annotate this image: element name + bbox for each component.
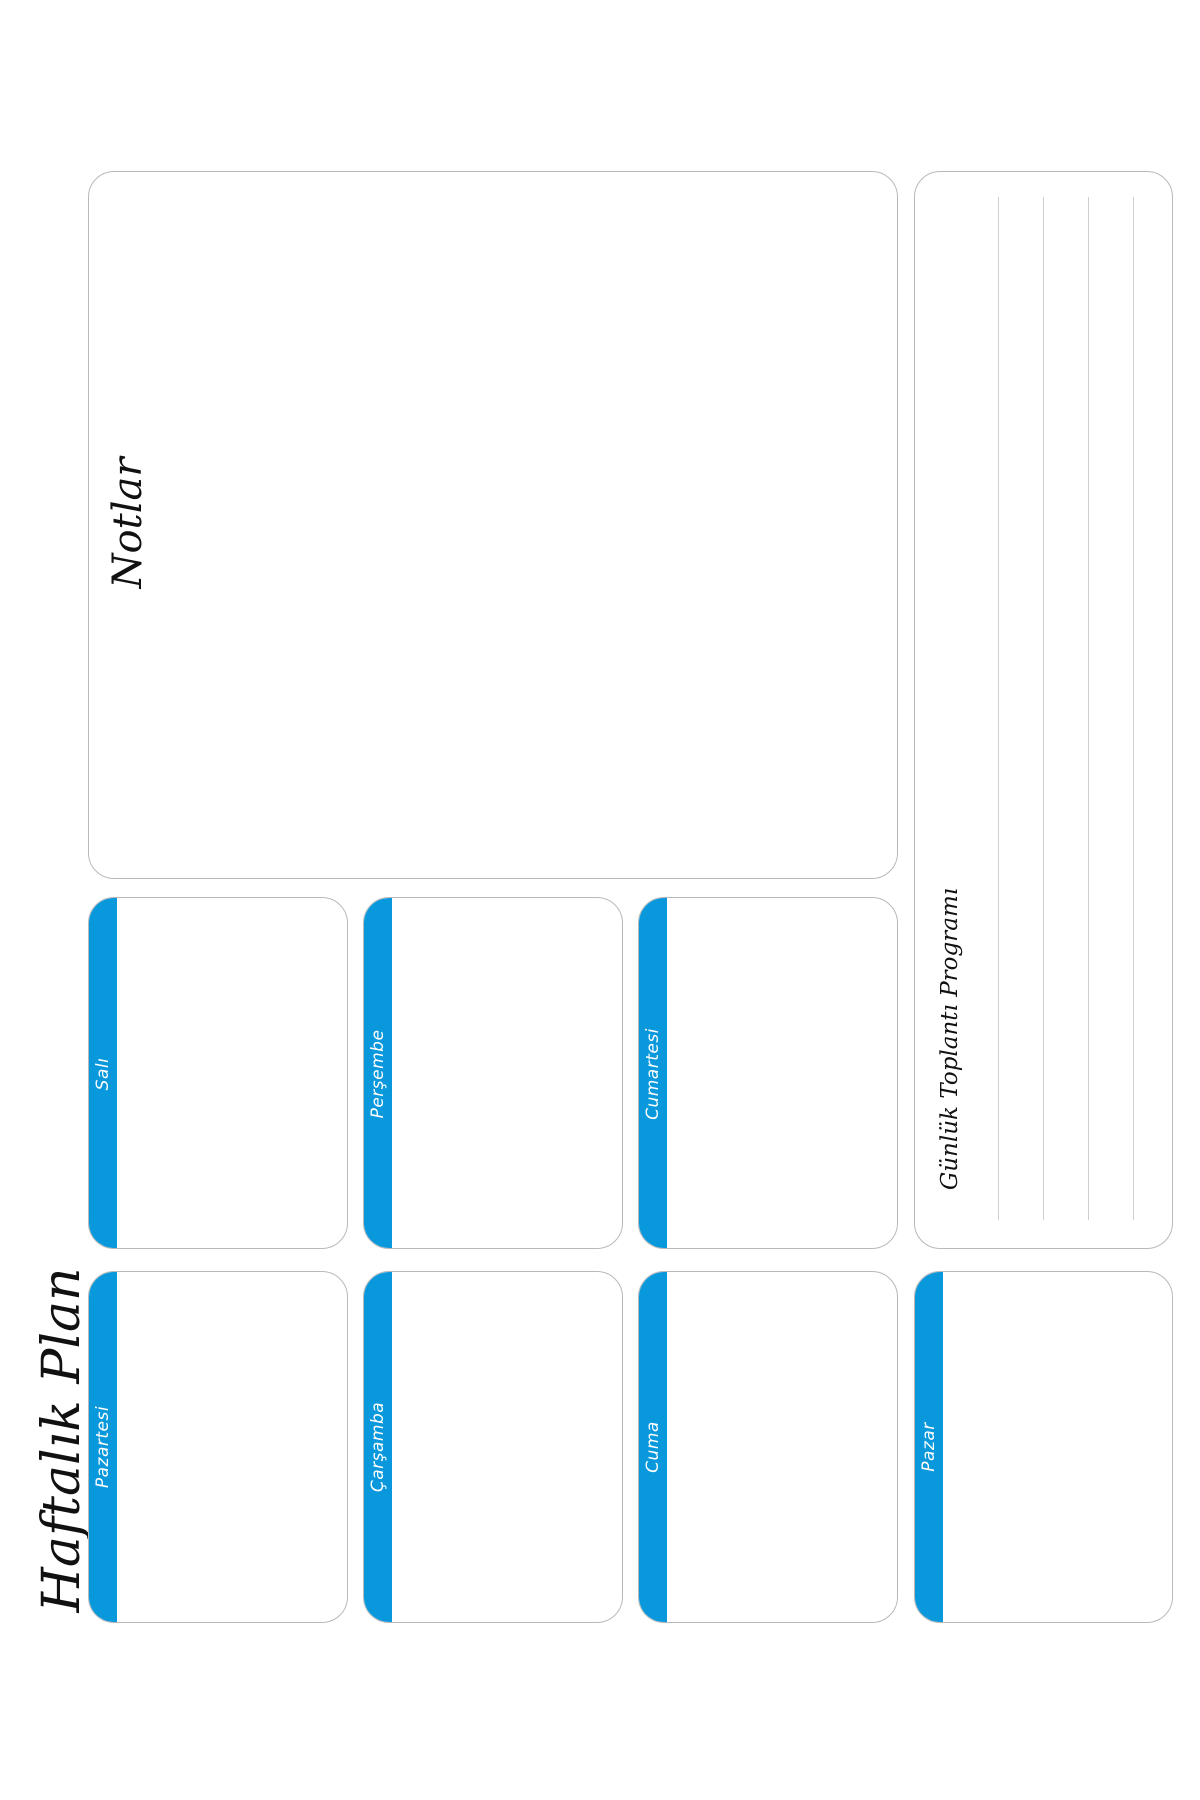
day-label-friday: Cuma: [643, 1421, 663, 1473]
day-color-strip: [639, 898, 667, 1248]
day-color-strip: [364, 898, 392, 1248]
day-box-monday[interactable]: Pazartesi: [88, 1271, 348, 1623]
day-color-strip: [89, 898, 117, 1248]
meeting-schedule-label: Günlük Toplantı Programı: [937, 887, 963, 1191]
day-label-sunday: Pazar: [919, 1422, 939, 1472]
day-label-thursday: Perşembe: [368, 1029, 388, 1119]
day-box-thursday[interactable]: Perşembe: [363, 897, 623, 1249]
meeting-line: [1088, 197, 1089, 1220]
day-label-saturday: Cumartesi: [643, 1028, 663, 1120]
day-label-tuesday: Salı: [93, 1057, 113, 1091]
meeting-line: [1133, 197, 1134, 1220]
day-color-strip: [89, 1272, 117, 1622]
day-box-tuesday[interactable]: Salı: [88, 897, 348, 1249]
notes-box[interactable]: [88, 171, 898, 879]
day-box-friday[interactable]: Cuma: [638, 1271, 898, 1623]
day-label-monday: Pazartesi: [93, 1405, 113, 1489]
day-color-strip: [364, 1272, 392, 1622]
meeting-line: [998, 197, 999, 1220]
day-color-strip: [915, 1272, 943, 1622]
meeting-line: [1043, 197, 1044, 1220]
day-box-sunday[interactable]: Pazar: [914, 1271, 1173, 1623]
day-box-saturday[interactable]: Cumartesi: [638, 897, 898, 1249]
day-color-strip: [639, 1272, 667, 1622]
notes-label: Notlar: [105, 457, 151, 589]
day-box-wednesday[interactable]: Çarşamba: [363, 1271, 623, 1623]
page-title: Haftalık Plan: [32, 1267, 92, 1613]
day-label-wednesday: Çarşamba: [368, 1401, 388, 1493]
